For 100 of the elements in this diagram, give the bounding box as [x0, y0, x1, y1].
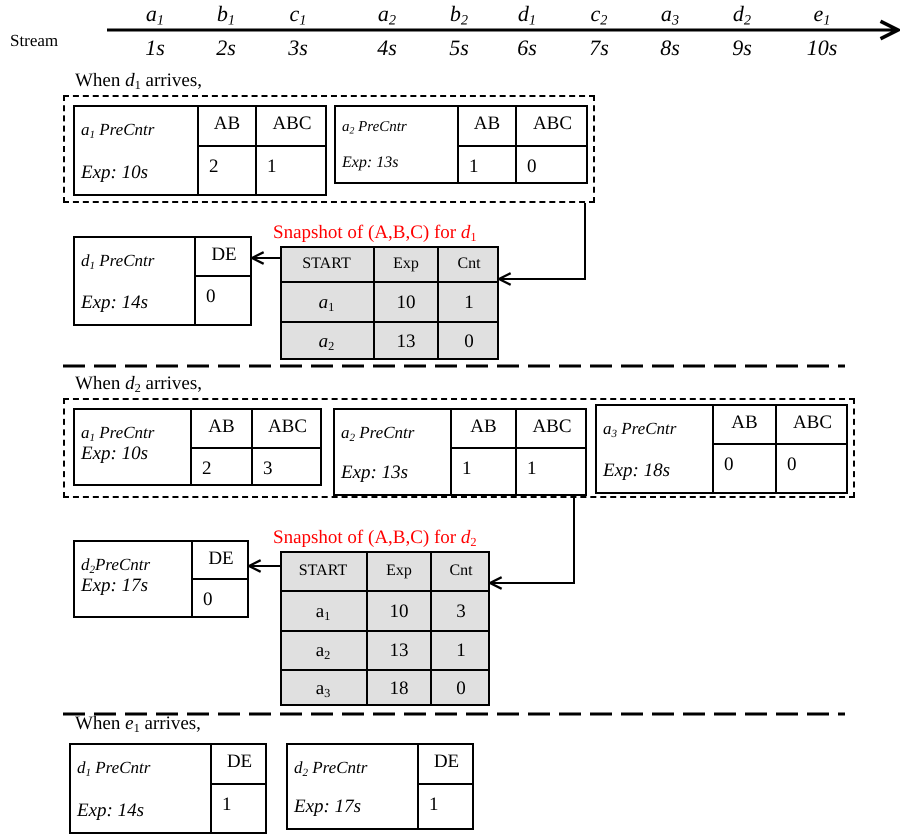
- table-cell: a$_{3}$: [280, 669, 366, 706]
- table-cell: 13: [373, 321, 437, 360]
- arrow: [498, 203, 586, 286]
- time-label: 3s: [288, 36, 308, 60]
- table-cell: 1: [437, 281, 499, 321]
- snapshot-title: Snapshot of (A,B,C) for d$_{2}$: [273, 528, 477, 549]
- expiry-time: Exp: 18s: [603, 461, 670, 482]
- arrow: [250, 251, 280, 265]
- time-label: 2s: [216, 36, 236, 60]
- section-heading: When d$_{2}$ arrives,: [75, 374, 202, 395]
- counter-name: d$_{1}$ PreCntr: [77, 759, 150, 778]
- time-label: 10s: [806, 36, 838, 60]
- table-cell: 3: [430, 590, 490, 630]
- counter-value: 0: [515, 145, 588, 184]
- table-cell: a$_{1}$: [280, 281, 373, 321]
- event-label: a$_{3}$: [660, 2, 680, 26]
- expiry-time: Exp: 14s: [77, 801, 144, 822]
- expiry-time: Exp: 10s: [81, 444, 148, 465]
- expiry-time: Exp: 13s: [342, 154, 398, 172]
- counter-name: d$_{2}$ PreCntr: [294, 759, 368, 778]
- table-cell: 0: [437, 321, 499, 360]
- time-label: 6s: [517, 36, 537, 60]
- table-cell: 13: [366, 630, 430, 669]
- counter-value: 1: [457, 145, 515, 184]
- counter-table: [73, 236, 252, 326]
- counter-name: a$_{1}$ PreCntr: [81, 424, 154, 443]
- table-cell: a$_{2}$: [280, 630, 366, 669]
- counter-table: [73, 540, 249, 618]
- column-header: AB: [197, 105, 255, 145]
- column-header: AB: [457, 105, 515, 145]
- counter-value: 1: [210, 783, 267, 834]
- counter-table: [595, 404, 848, 494]
- event-label: b$_{1}$: [216, 2, 236, 26]
- column-header: DE: [417, 743, 474, 783]
- counter-value: 1: [255, 145, 327, 196]
- counter-table: [286, 743, 474, 830]
- counter-name: d$_{2}$PreCntr: [81, 556, 150, 575]
- column-header: START: [301, 254, 352, 274]
- counter-name: d$_{1}$ PreCntr: [81, 252, 154, 271]
- event-label: c$_{2}$: [590, 2, 608, 26]
- table-cell: a$_{1}$: [280, 590, 366, 630]
- column-header: AB: [712, 404, 775, 443]
- axis-label: Stream: [10, 32, 58, 51]
- event-label: b$_{2}$: [450, 2, 468, 26]
- counter-value: 2: [197, 145, 255, 196]
- counter-name: a$_{2}$ PreCntr: [341, 424, 414, 443]
- column-header: ABC: [515, 105, 588, 145]
- counter-table: [334, 105, 588, 184]
- time-label: 7s: [589, 36, 609, 60]
- column-header: ABC: [251, 408, 322, 447]
- table-cell: 18: [366, 669, 430, 706]
- expiry-time: Exp: 17s: [81, 576, 148, 597]
- counter-value: 0: [775, 443, 848, 494]
- event-label: d$_{1}$: [518, 2, 536, 26]
- table-cell: a$_{2}$: [280, 321, 373, 360]
- counter-value: 3: [251, 447, 322, 486]
- column-header: START: [298, 560, 348, 580]
- counter-value: 2: [190, 447, 251, 486]
- column-header: Cnt: [430, 551, 490, 590]
- column-header: Cnt: [437, 246, 499, 281]
- column-header: Exp: [373, 246, 437, 281]
- expiry-time: Exp: 14s: [81, 293, 148, 314]
- snapshot-title: Snapshot of (A,B,C) for d$_{1}$: [273, 223, 477, 244]
- event-label: d$_{2}$: [732, 2, 752, 26]
- column-header: AB: [450, 408, 515, 447]
- counter-value: 1: [450, 447, 515, 496]
- expiry-time: Exp: 10s: [81, 163, 148, 184]
- section-heading: When d$_{1}$ arrives,: [75, 71, 202, 92]
- counter-value: 0: [712, 443, 775, 494]
- column-header: ABC: [255, 105, 327, 145]
- time-label: 4s: [377, 36, 397, 60]
- counter-value: 0: [194, 275, 252, 326]
- column-header: DE: [191, 540, 249, 578]
- time-label: 1s: [145, 36, 165, 60]
- counter-name: a$_{2}$ PreCntr: [342, 119, 407, 136]
- section-heading: When e$_{1}$ arrives,: [75, 714, 201, 735]
- event-label: c$_{1}$: [290, 2, 306, 26]
- counter-table: [333, 408, 587, 496]
- event-label: e$_{1}$: [814, 2, 830, 26]
- time-label: 8s: [660, 36, 680, 60]
- counter-name: a$_{1}$ PreCntr: [81, 121, 154, 140]
- column-header: ABC: [775, 404, 848, 443]
- counter-name: a$_{3}$ PreCntr: [603, 420, 676, 439]
- column-header: AB: [190, 408, 251, 447]
- counter-table: [69, 743, 267, 834]
- table-cell: 1: [430, 630, 490, 669]
- table-cell: 10: [373, 281, 437, 321]
- expiry-time: Exp: 17s: [294, 797, 362, 818]
- time-label: 5s: [449, 36, 469, 60]
- counter-value: 1: [417, 783, 474, 830]
- counter-table: [73, 408, 322, 486]
- column-header: DE: [210, 743, 267, 783]
- arrow: [488, 498, 575, 590]
- event-label: a$_{1}$: [146, 2, 164, 26]
- event-label: a$_{2}$: [378, 2, 396, 26]
- column-header: Exp: [366, 551, 430, 590]
- counter-value: 0: [191, 578, 249, 618]
- time-label: 9s: [732, 36, 752, 60]
- expiry-time: Exp: 13s: [341, 463, 408, 484]
- table-cell: 10: [366, 590, 430, 630]
